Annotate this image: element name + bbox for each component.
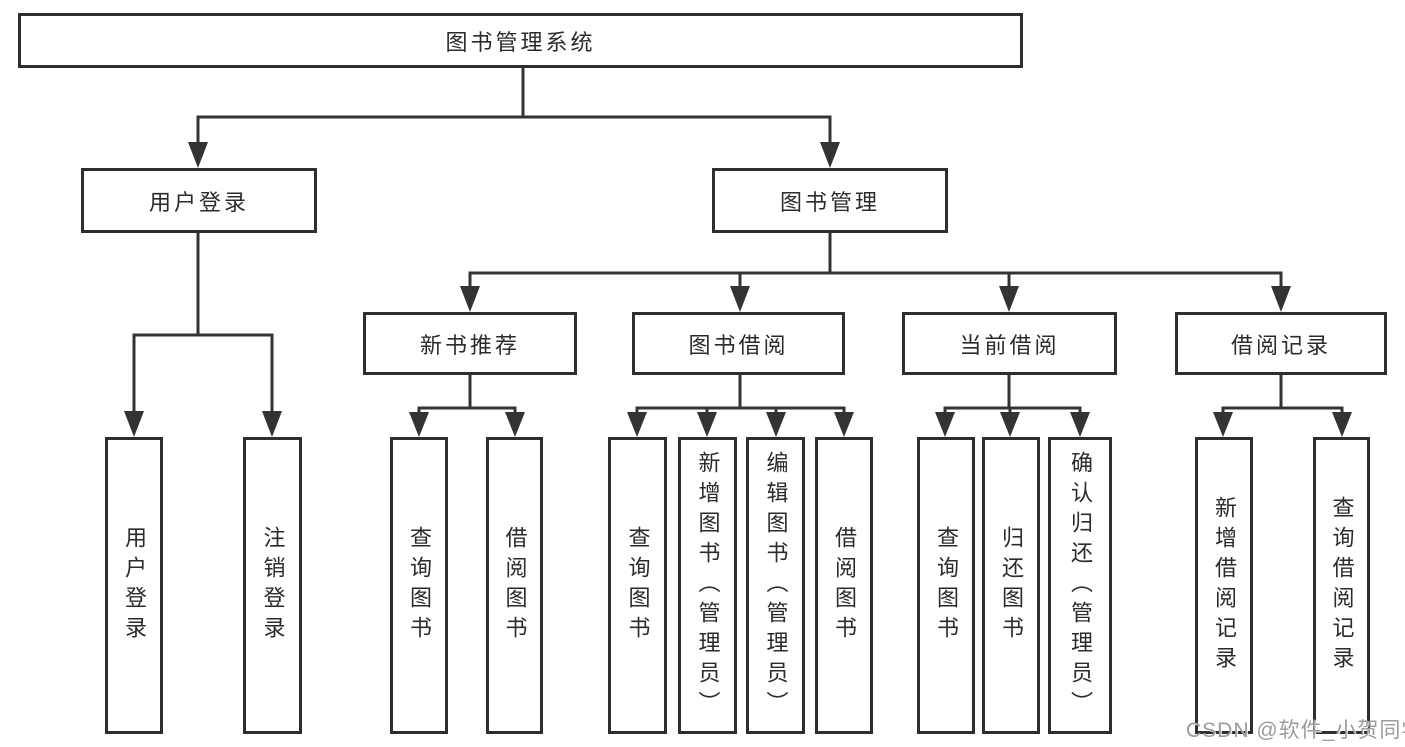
leaf-add-borrow-record: 新增借阅记录 [1195,437,1253,734]
node-library-management-system: 图书管理系统 [18,13,1023,68]
csdn-watermark: CSDN @软件_小贺同学 [1186,719,1405,742]
leaf-query-books-borrowing: 查询图书 [608,437,667,734]
leaf-query-borrow-record: 查询借阅记录 [1313,437,1370,734]
node-borrowing-records: 借阅记录 [1175,312,1387,375]
leaf-logout: 注销登录 [243,437,302,734]
leaf-add-book-admin: 新增图书（管理员） [678,437,737,734]
leaf-borrow-books-recommend: 借阅图书 [486,437,543,734]
leaf-query-books-current: 查询图书 [917,437,975,734]
node-current-borrowing: 当前借阅 [902,312,1117,375]
leaf-edit-book-admin: 编辑图书（管理员） [746,437,805,734]
node-user-login: 用户登录 [81,168,317,233]
leaf-user-login: 用户登录 [105,437,163,734]
node-new-book-recommend: 新书推荐 [363,312,577,375]
leaf-confirm-return-admin: 确认归还（管理员） [1048,437,1112,734]
leaf-return-book: 归还图书 [982,437,1040,734]
node-book-management: 图书管理 [712,168,948,233]
leaf-query-books-recommend: 查询图书 [390,437,448,734]
leaf-borrow-books-borrowing: 借阅图书 [815,437,873,734]
node-book-borrowing: 图书借阅 [632,312,845,375]
